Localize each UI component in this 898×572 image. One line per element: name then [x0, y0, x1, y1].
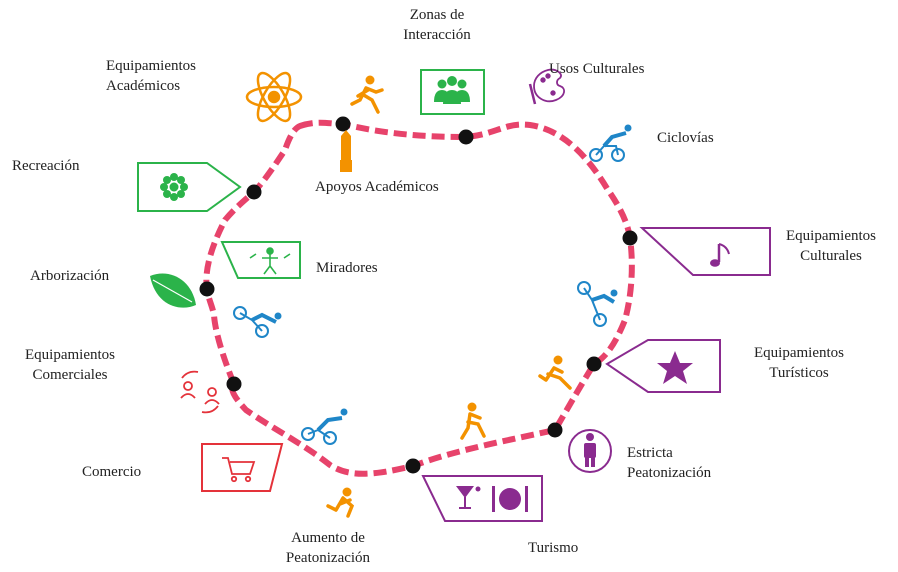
runner-icon [326, 487, 355, 518]
exchange-icon [180, 370, 220, 414]
node-arborizacion [199, 281, 215, 297]
music-note-icon [639, 227, 771, 276]
node-recreacion [246, 184, 262, 200]
label-apoyos-academicos: Apoyos Académicos [315, 179, 439, 195]
atom-icon [245, 71, 303, 123]
label-turismo: Turismo [528, 540, 579, 556]
node-comerciales [226, 376, 242, 392]
label-ciclovias: Ciclovías [657, 130, 714, 146]
node-peatonizacion [547, 422, 563, 438]
node-turisticos [586, 356, 602, 372]
cyclist-icon [577, 281, 618, 327]
runner-icon [538, 355, 572, 390]
shopping-cart-icon [201, 443, 284, 492]
label-recreacion: Recreación [12, 158, 80, 174]
runner-icon [460, 402, 486, 440]
label-miradores: Miradores [316, 260, 378, 276]
cyclist-icon [301, 408, 348, 445]
person-icon [568, 429, 612, 473]
cyclist-icon [589, 124, 632, 162]
node-turismo [405, 458, 421, 474]
label-comercio: Comercio [82, 464, 142, 480]
label-usos-culturales: Usos Culturales [549, 61, 645, 77]
label-arborizacion: Arborización [30, 268, 110, 284]
palette-icon [528, 68, 565, 105]
leaf-icon [150, 273, 196, 308]
group-icon [420, 69, 485, 115]
route-loop [203, 119, 635, 477]
route-nodes [199, 116, 638, 474]
flower-icon [137, 162, 242, 212]
node-culturales [622, 230, 638, 246]
star-icon [605, 339, 721, 393]
viewpoint-icon [220, 241, 301, 279]
node-zonas [458, 129, 474, 145]
pencil-icon [340, 130, 352, 172]
dining-icon [421, 475, 543, 522]
node-apoyos [335, 116, 351, 132]
cyclist-icon [233, 306, 282, 338]
runner-icon [350, 75, 384, 114]
